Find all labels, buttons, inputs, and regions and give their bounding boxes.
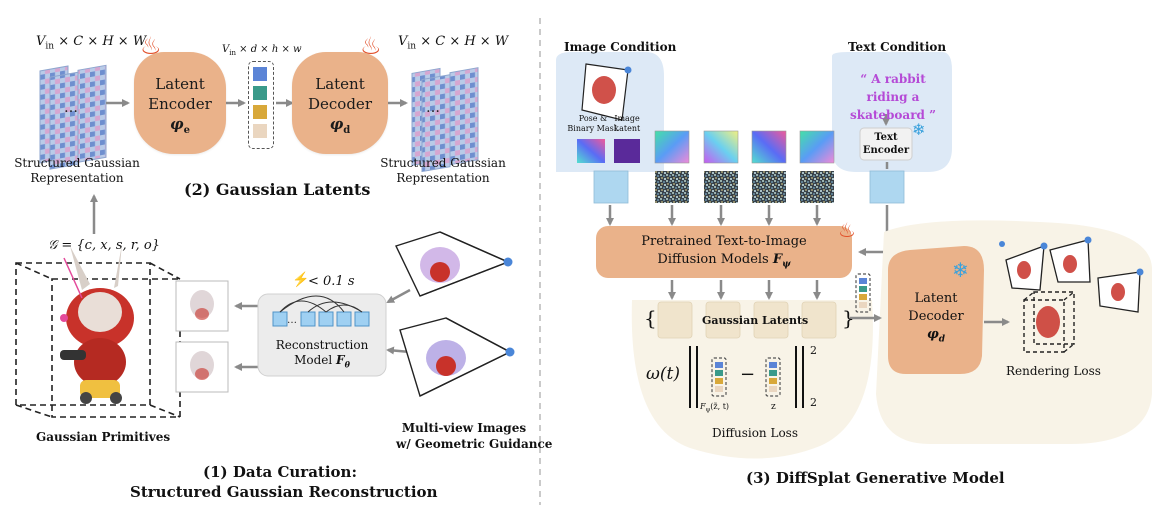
fire-icon: ♨ [838,218,856,242]
svg-text:…: … [287,315,297,326]
image-condition-label: Image Condition [564,40,677,54]
reconstruction-model-label: Reconstruction Model Fθ [275,338,369,370]
decoder-symbol: φd [329,115,351,136]
latent-decoder-right-blob [888,246,984,374]
brace-open: { [644,306,657,330]
output-dims-label: Vin × C × H × W [398,34,509,52]
latent-vector [248,61,274,149]
svg-text:…: … [64,100,78,116]
gaussian-set-label: 𝒢 = {c, x, s, r, o} [48,238,160,253]
diffusion-loss-bg [631,300,873,459]
encoder-line1: Latent [155,75,205,93]
latent-encoder-blob: Latent Encoder φe [134,52,226,154]
minus-sign: − [740,364,756,385]
norm-sub: 2 [810,396,817,409]
latent-decoder-right-label: Latent Decoder φd [908,291,964,345]
decoder-line2: Decoder [308,95,372,113]
data-curation-title: (1) Data Curation: Structured Gaussian R… [130,463,438,501]
diffusion-model-label: Pretrained Text-to-Image Diffusion Model… [641,234,807,270]
latent-dims-label: Vin × d × h × w [222,44,302,57]
text-prompt: “ A rabbit riding a skateboard ” [850,72,936,122]
rabbit-figure-large [60,244,134,404]
latent-decoder-blob: Latent Decoder φd [292,52,388,154]
pose-mask-label: Pose & Binary Mask [567,114,619,133]
output-gaussian-stack: … [411,67,479,173]
input-dims-label: Vin × C × H × W [36,34,147,52]
reconstruction-model-box [257,293,387,377]
svg-text:…: … [426,100,440,116]
primitives-caption: Gaussian Primitives [36,430,171,444]
multiview-frustum-top [395,231,513,297]
encoder-symbol: φe [170,115,190,136]
image-latent-thumb [614,139,640,163]
gaussian-latents-title: (2) Gaussian Latents [184,180,371,199]
multiview-caption: Multi-view Images w/ Geometric Guidance [396,421,553,451]
input-gaussian-stack: … [39,64,107,170]
image-latent-label: Image Latent [613,114,641,133]
fpsi-label: Fψ(z̃, t) [700,402,730,414]
text-encoder-label: Text Encoder [862,132,910,156]
snowflake-icon: ❄ [912,120,926,139]
omega-label: ω(t) [646,364,680,384]
input-caption: Structured Gaussian Representation [14,156,140,185]
z-label: z [771,402,776,412]
diffusion-loss-label: Diffusion Loss [712,426,798,440]
snowflake-icon: ❄ [952,258,969,282]
decoder-line1: Latent [315,75,365,93]
encoder-line2: Encoder [148,95,212,113]
diffusion-model-box [596,226,852,278]
speed-label: < 0.1 s [308,274,355,289]
render-cube [1023,291,1075,353]
diffsplat-title: (3) DiffSplat Generative Model [746,469,1005,487]
norm-sup: 2 [810,344,817,357]
multiview-frustum-bottom [399,317,515,397]
pose-mask-thumb [577,139,605,163]
lightning-icon: ⚡ [292,272,310,288]
brace-close: } [842,306,855,330]
text-condition-label: Text Condition [848,40,947,54]
gaussian-latents-label: Gaussian Latents [702,314,809,327]
output-caption: Structured Gaussian Representation [380,156,506,185]
rendering-loss-label: Rendering Loss [1006,364,1101,378]
image-condition-frustum [581,63,632,121]
